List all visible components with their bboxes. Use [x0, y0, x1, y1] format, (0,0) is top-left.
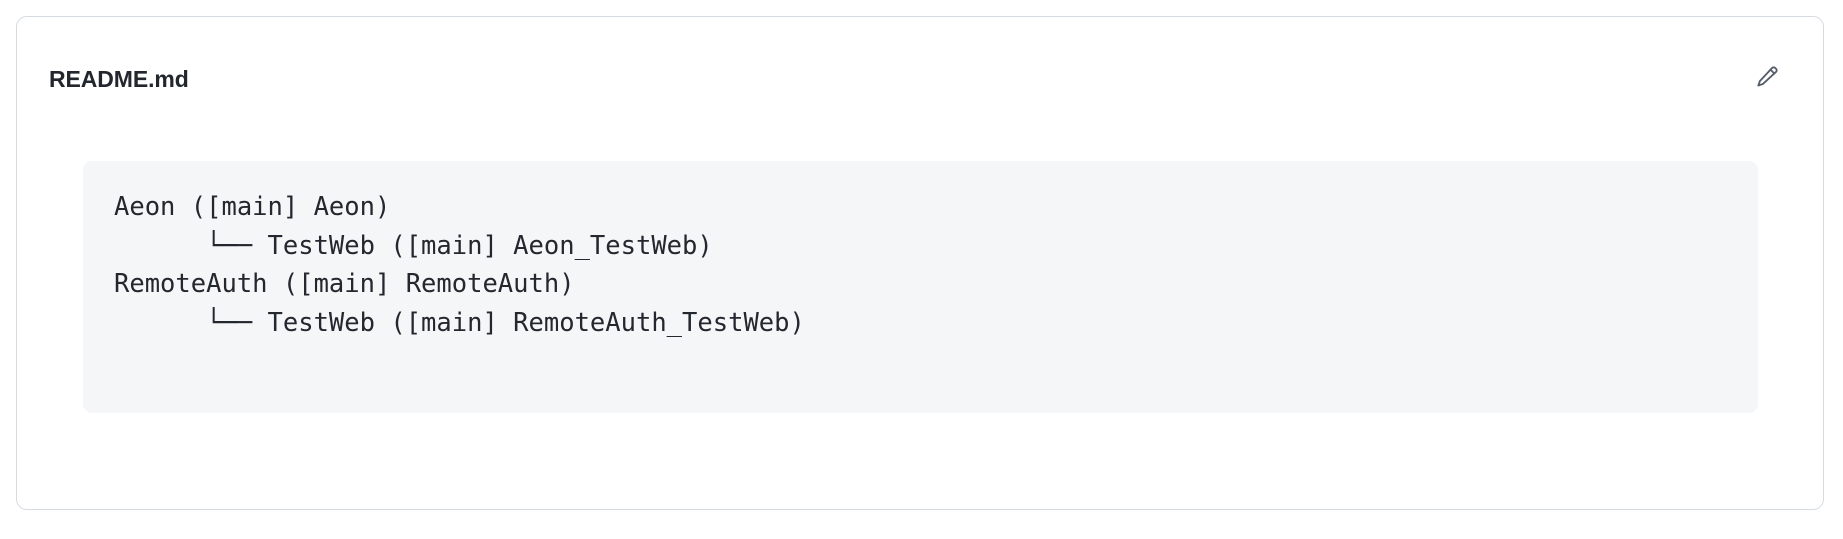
readme-code-block: Aeon ([main] Aeon) └── TestWeb ([main] A… [83, 161, 1758, 413]
edit-readme-button[interactable] [1749, 59, 1785, 95]
pencil-edit-icon [1754, 64, 1780, 90]
readme-card: README.md Aeon ([main] Aeon) └── TestWeb… [16, 16, 1824, 510]
page-title: README.md [49, 66, 189, 92]
readme-code-content: Aeon ([main] Aeon) └── TestWeb ([main] A… [114, 192, 805, 338]
readme-card-header: README.md [17, 17, 1823, 129]
